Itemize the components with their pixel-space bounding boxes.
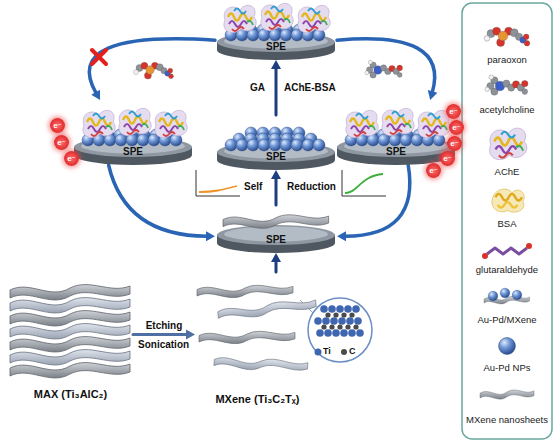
arrow-line [275,68,278,115]
electron-mark: e⁻ [440,151,455,166]
node-shape [195,272,320,407]
electron-mark: e⁻ [446,104,461,119]
legend-entry: BSA [462,218,552,229]
bsa-icon [492,189,524,212]
node-shape [8,272,133,402]
reduction-graph [342,170,386,196]
legend-entry: glutaraldehyde [462,264,552,275]
arrow-connector [271,60,281,115]
arrow-line [345,165,410,236]
legend-panel [462,3,552,439]
arrow-head [271,60,281,69]
arrow-head [91,90,100,100]
step-label: AChE-BSA [284,82,336,93]
acetylcholine-icon [485,75,528,95]
au-pd-np-icon [499,338,516,355]
legend-text: AChE [495,166,520,177]
enzyme-icon [490,128,527,159]
electron-mark: e⁻ [426,163,441,178]
node-label: MAX (Ti₃AlC₂) [8,389,133,400]
electrode-disk: SPE [215,0,337,60]
legend-text: MXene nanosheets [466,414,548,425]
electron-mark: e⁻ [449,120,464,135]
electrode-disk: SPE [72,100,194,165]
node-label: MXene (Ti₃C₂Tₓ) [195,394,320,405]
step-label: Sonication [138,339,189,350]
legend-entry: AChE [462,166,552,177]
inhibition-cross [92,50,106,64]
arrow-line [275,261,278,272]
arrow-head [337,231,346,241]
legend-text: glutaraldehyde [476,264,538,275]
node-label: SPE [215,41,337,52]
electron-mark: e⁻ [54,135,69,150]
node-label: SPE [72,146,194,157]
step-label: Self [244,181,262,192]
node-shape [215,205,337,253]
legend-text: BSA [497,218,516,229]
electrode-disk: SPE [215,205,337,253]
node-label: SPE [215,234,337,245]
paraoxon-icon [484,27,530,46]
legend-text: paraoxon [487,54,527,65]
arrow-line [89,39,215,93]
legend-entry: acetylcholine [462,104,552,115]
arrow-line [275,178,278,205]
legend-entry: paraoxon [462,54,552,65]
arrow-connector [89,39,215,100]
mxene-sheets: MXene (Ti₃C₂Tₓ) [195,272,320,407]
paraoxon-molecule [134,62,174,79]
mxene-sheet-icon [480,390,534,399]
self-graph [196,170,240,196]
step-label: Reduction [287,181,336,192]
node-shape-art [10,285,130,378]
arrow-line [109,165,207,236]
arrow-head [271,170,281,179]
arrow-connector [337,39,437,100]
legend-text: acetylcholine [480,104,535,115]
arrow-head [428,90,438,100]
electron-mark: e⁻ [64,151,79,166]
node-shape-art [217,127,335,170]
arrow-line [337,39,435,93]
element-label: C [349,346,356,357]
legend-text: Au-Pd NPs [484,362,531,373]
step-label: GA [250,82,265,93]
max-phase-block: MAX (Ti₃AlC₂) [8,272,133,402]
node-shape-art [217,215,335,253]
legend-entry: Au-Pd/MXene [462,314,552,325]
electrode-disk: SPE [335,100,457,165]
element-label: Ti [323,346,331,357]
arrow-connector [109,165,215,241]
arrow-line [133,333,187,336]
node-label: SPE [335,146,457,157]
node-shape-art [197,285,317,373]
arrow-head [206,231,215,241]
legend-entry: MXene nanosheets [462,414,552,425]
electron-mark: e⁻ [50,118,65,133]
arrow-head [271,253,281,262]
arrow-connector [271,253,281,272]
arrow-head [186,329,195,339]
arrow-connector [337,165,410,241]
node-label: SPE [215,151,337,162]
electron-mark: e⁻ [447,136,462,151]
edge-label: Etching [146,320,183,331]
legend-entry: Au-Pd NPs [462,362,552,373]
electrode-disk: SPE [215,115,337,170]
legend-text: Au-Pd/MXene [477,314,536,325]
arrow-connector [271,170,281,205]
glutaraldehyde-icon [482,243,532,259]
acetylcholine-molecule [365,60,403,78]
au-pd-mxene-icon [484,288,530,304]
